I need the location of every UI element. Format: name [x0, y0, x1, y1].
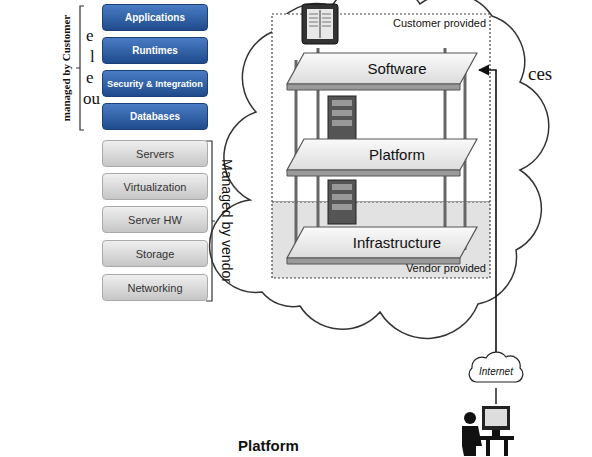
vendor-layer-box: Server HW: [102, 206, 208, 233]
text-fragment: l: [90, 47, 95, 67]
customer-bracket: [76, 6, 84, 130]
layer-name: Platform: [369, 146, 425, 163]
region-label: Vendor provided: [406, 262, 486, 274]
cloud-outline: [469, 352, 523, 382]
layer-label: Databases: [130, 111, 180, 122]
server-tower: [328, 180, 356, 224]
layer-label: Networking: [127, 282, 182, 294]
layer-label: Servers: [136, 148, 174, 160]
layer-label: Security & Integration: [107, 79, 203, 89]
customer-layer-box: Security & Integration: [102, 70, 208, 97]
cloud-outline: [210, 0, 549, 338]
customer-layer-box: Databases: [102, 103, 208, 130]
customer-layer-box: Runtimes: [102, 37, 208, 64]
internet-cloud: Internet: [466, 352, 526, 388]
floor-top: [287, 53, 477, 84]
bracket-label: Managed by vendor: [219, 159, 235, 283]
user-figure: [462, 406, 514, 456]
bracket-label: managed by Customer: [60, 15, 72, 121]
platform-floor: Platform: [286, 138, 478, 178]
layer-label: Server HW: [128, 214, 182, 226]
text-fragment: ou: [83, 89, 100, 109]
region-label: Customer provided: [393, 17, 486, 29]
vendor-layer-box: Virtualization: [102, 173, 208, 200]
software-floor: Software: [286, 52, 478, 92]
cloud-label: Internet: [479, 366, 513, 377]
infrastructure-floor: Infrastructure: [286, 226, 478, 266]
server-tower: [328, 96, 356, 140]
text-fragment: e: [86, 26, 94, 46]
floor-edge: [287, 84, 460, 90]
floor-top: [287, 139, 477, 170]
layer-label: Runtimes: [132, 45, 178, 56]
layer-name: Infrastructure: [353, 234, 441, 251]
floor-edge: [287, 170, 460, 176]
text-fragment: Platform: [238, 437, 299, 454]
vendor-region: [272, 202, 490, 278]
connector-arrow: [479, 70, 496, 352]
layer-label: Applications: [125, 12, 185, 23]
layer-label: Storage: [136, 248, 175, 260]
application-icon: [302, 4, 338, 44]
layer-label: Virtualization: [124, 181, 187, 193]
text-fragment: e: [86, 68, 94, 88]
user-link: [495, 388, 497, 404]
floor-top: [287, 227, 477, 258]
vendor-layer-box: Networking: [102, 274, 208, 301]
layer-name: Software: [367, 60, 426, 77]
text-fragment: ces: [528, 63, 552, 85]
vendor-layer-box: Servers: [102, 140, 208, 167]
vendor-layer-box: Storage: [102, 240, 208, 267]
customer-layer-box: Applications: [102, 4, 208, 31]
